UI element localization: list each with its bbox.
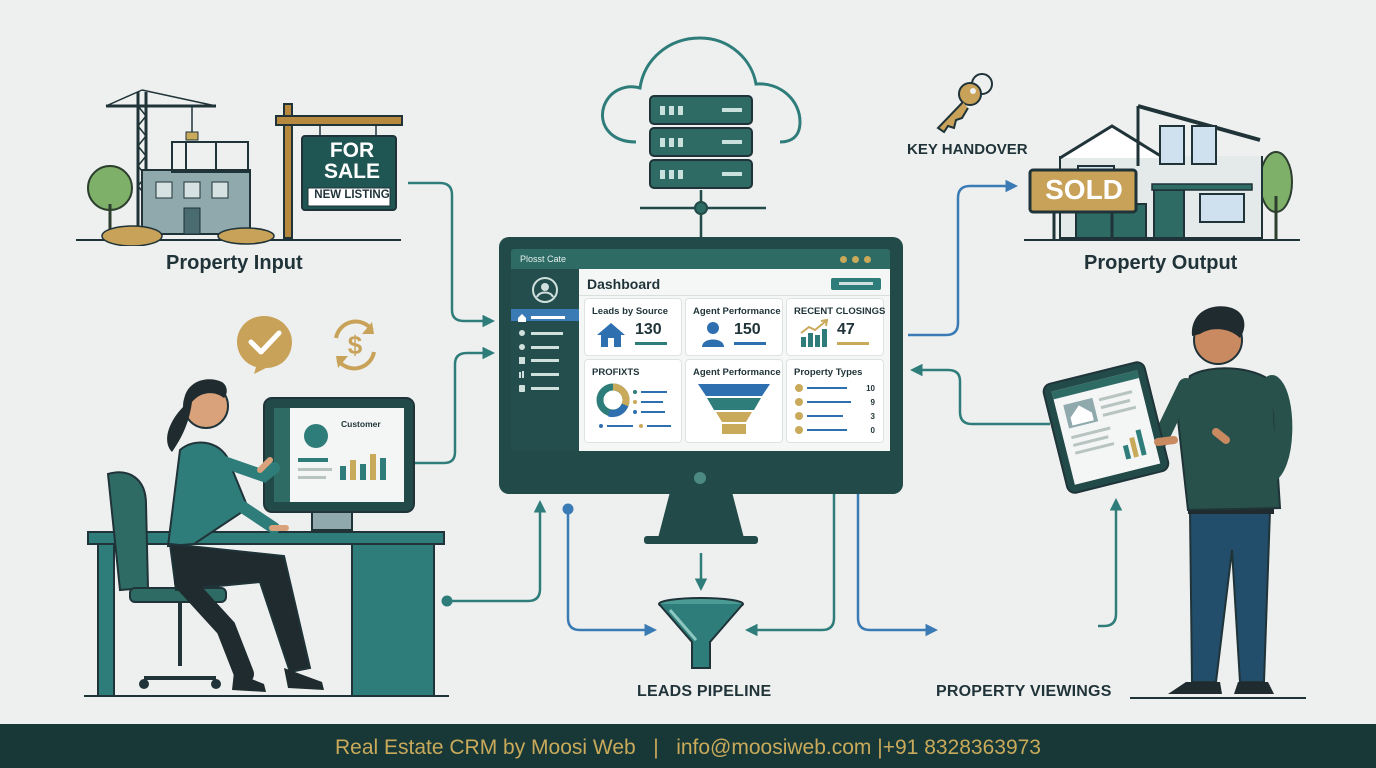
property-type-count: 0 (870, 426, 875, 435)
dashboard-heading: Dashboard (587, 276, 661, 292)
leads-funnel-icon (658, 597, 744, 669)
footer-email[interactable]: info@moosiweb.com (676, 736, 872, 759)
power-light (694, 472, 706, 484)
sold-sign: SOLD (1045, 174, 1123, 205)
growth-chart-icon (800, 319, 829, 347)
sidebar-item-contacts[interactable] (515, 326, 575, 336)
monitor-stand (644, 492, 758, 544)
card-value: 150 (734, 321, 761, 338)
card-title: Agent Performance (693, 306, 781, 317)
for-sale-sign: FOR SALE (302, 140, 402, 182)
heading-divider (579, 295, 890, 296)
card-property-types[interactable]: Property Types 10 9 3 0 (787, 360, 883, 442)
card-title: PROFIXTS (592, 367, 640, 378)
card-agent-performance-funnel[interactable]: Agent Performance (686, 360, 782, 442)
arrow-viewing-to-crm (910, 363, 1050, 426)
crm-main: Dashboard Leads by Source 130 Agent Perf… (579, 269, 890, 451)
arrow-agent-to-crm (414, 346, 495, 465)
footer-brand: Real Estate CRM by Moosi Web (334, 736, 636, 759)
property-output-label: Property Output (1084, 252, 1238, 274)
cloud-server-icon (601, 36, 802, 189)
arrow-input-to-crm (408, 181, 495, 328)
for-sale-text-bottom: SALE (323, 160, 380, 183)
property-type-count: 9 (870, 398, 875, 407)
leads-pipeline-label: LEADS PIPELINE (637, 683, 772, 700)
card-title: Agent Performance (693, 367, 781, 378)
crm-window-title: Plosst Cate (520, 254, 567, 264)
card-agent-performance[interactable]: Agent Performance 150 (686, 299, 782, 355)
arrow-crm-to-output (908, 179, 1018, 337)
funnel-chart (698, 384, 770, 434)
window-dot-2[interactable] (852, 256, 859, 263)
dollar-cycle-icon: $ (334, 319, 376, 371)
card-value: 47 (837, 321, 855, 338)
window-dot-1[interactable] (840, 256, 847, 263)
property-type-counts: 10 9 3 0 (863, 382, 875, 438)
house-icon (597, 323, 625, 347)
property-input-label: Property Input (166, 252, 303, 274)
arrow-desk-to-crm (447, 500, 547, 603)
agent-with-tablet (1042, 306, 1306, 699)
card-recent-closings[interactable]: RECENT CLOSINGS 47 (787, 299, 886, 355)
sidebar-item-settings[interactable] (515, 381, 575, 392)
card-title: Leads by Source (592, 306, 669, 317)
arrow-viewings-to-man (1098, 498, 1123, 628)
for-sale-text-top: FOR (329, 139, 375, 162)
footer-separator: | (653, 736, 659, 759)
customer-label: Customer (341, 419, 381, 429)
property-types-list (795, 384, 851, 434)
sidebar-item-home[interactable] (515, 310, 575, 322)
sidebar-item-analytics[interactable] (515, 367, 575, 378)
card-leads-by-source[interactable]: Leads by Source 130 (585, 299, 681, 355)
property-type-count: 3 (870, 412, 875, 421)
footer-phone[interactable]: |+91 8328363973 (877, 736, 1041, 759)
sold-house (1024, 104, 1300, 241)
arrow-crm-to-viewings (856, 494, 938, 637)
card-underline (837, 342, 869, 345)
card-title: Property Types (794, 367, 863, 378)
svg-text:$: $ (348, 330, 363, 360)
property-viewings-label: PROPERTY VIEWINGS (936, 683, 1112, 700)
footer-bar: Real Estate CRM by Moosi Web | info@moos… (0, 724, 1376, 768)
window-dot-3[interactable] (864, 256, 871, 263)
crm-title-bar: Plosst Cate (511, 249, 890, 269)
arrow-crm-to-funnel-left (566, 512, 657, 637)
new-listing-label: NEW LISTING (314, 189, 390, 201)
check-bubble-icon (237, 316, 292, 374)
arrow-crm-to-funnel-right (745, 494, 836, 637)
agent-at-desk (84, 379, 449, 697)
card-title: RECENT CLOSINGS (794, 306, 886, 317)
card-profits[interactable]: PROFIXTS (585, 360, 681, 442)
key-icon (936, 73, 993, 134)
key-handover-label: KEY HANDOVER (907, 141, 1028, 158)
card-underline (734, 342, 766, 345)
property-type-count: 10 (866, 384, 875, 393)
agent-icon (702, 322, 724, 347)
card-value: 130 (635, 321, 662, 338)
card-underline (635, 342, 667, 345)
sidebar-item-agents[interactable] (515, 340, 575, 350)
donut-chart (596, 383, 671, 428)
dashboard-action-button[interactable] (831, 278, 881, 290)
sidebar-item-reports[interactable] (515, 353, 575, 364)
construction-scene (76, 89, 403, 246)
